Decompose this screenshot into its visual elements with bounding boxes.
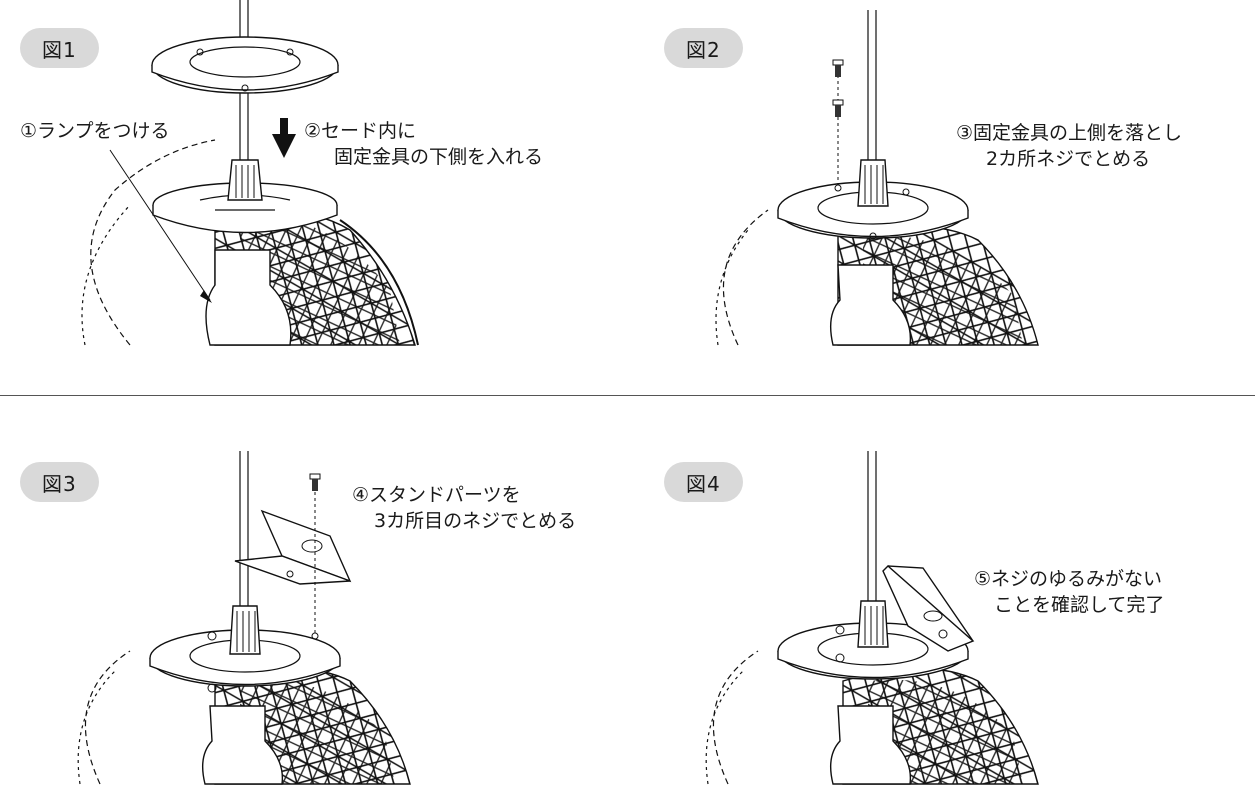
figure-badge-1: 図1 [20,28,99,68]
instruction-line: 2カ所ネジでとめる [986,148,1151,170]
instruction-line: 3カ所目のネジでとめる [374,510,577,532]
step-panel-4: 図4 ⑤ネジのゆるみがない ことを確認して完了 [628,396,1255,788]
figure-badge-4: 図4 [664,462,743,502]
instruction-line: ③固定金具の上側を落とし [956,122,1183,144]
instruction-line: ①ランプをつける [20,120,170,142]
figure-3-illustration [77,451,411,785]
step-panel-2: 図2 ③固定金具の上側を落とし 2カ所ネジでとめる [628,0,1255,392]
instruction-step-4: ④スタンドパーツを 3カ所目のネジでとめる [352,482,576,534]
instruction-line: ④スタンドパーツを [352,484,521,506]
section-divider [0,395,1255,396]
step-panel-3: 図3 ④スタンドパーツを 3カ所目のネジでとめる [0,396,627,788]
figure-4-illustration [705,451,1039,785]
figure-2-illustration [715,10,1039,346]
instruction-step-2: ②セード内に 固定金具の下側を入れる [304,118,543,170]
figure-badge-2: 図2 [664,28,743,68]
step-panel-1: 図1 ①ランプをつける ②セード内に 固定金具の下側を入れる [0,0,627,392]
figure-1-illustration [81,0,419,346]
instruction-line: ことを確認して完了 [994,594,1165,616]
instruction-line: ②セード内に [304,120,417,142]
instruction-step-1: ①ランプをつける [20,118,169,144]
figure-badge-3: 図3 [20,462,99,502]
instruction-step-5: ⑤ネジのゆるみがない ことを確認して完了 [974,566,1164,618]
instruction-line: 固定金具の下側を入れる [334,146,544,168]
instruction-step-3: ③固定金具の上側を落とし 2カ所ネジでとめる [956,120,1182,172]
instruction-line: ⑤ネジのゆるみがない [974,568,1163,590]
